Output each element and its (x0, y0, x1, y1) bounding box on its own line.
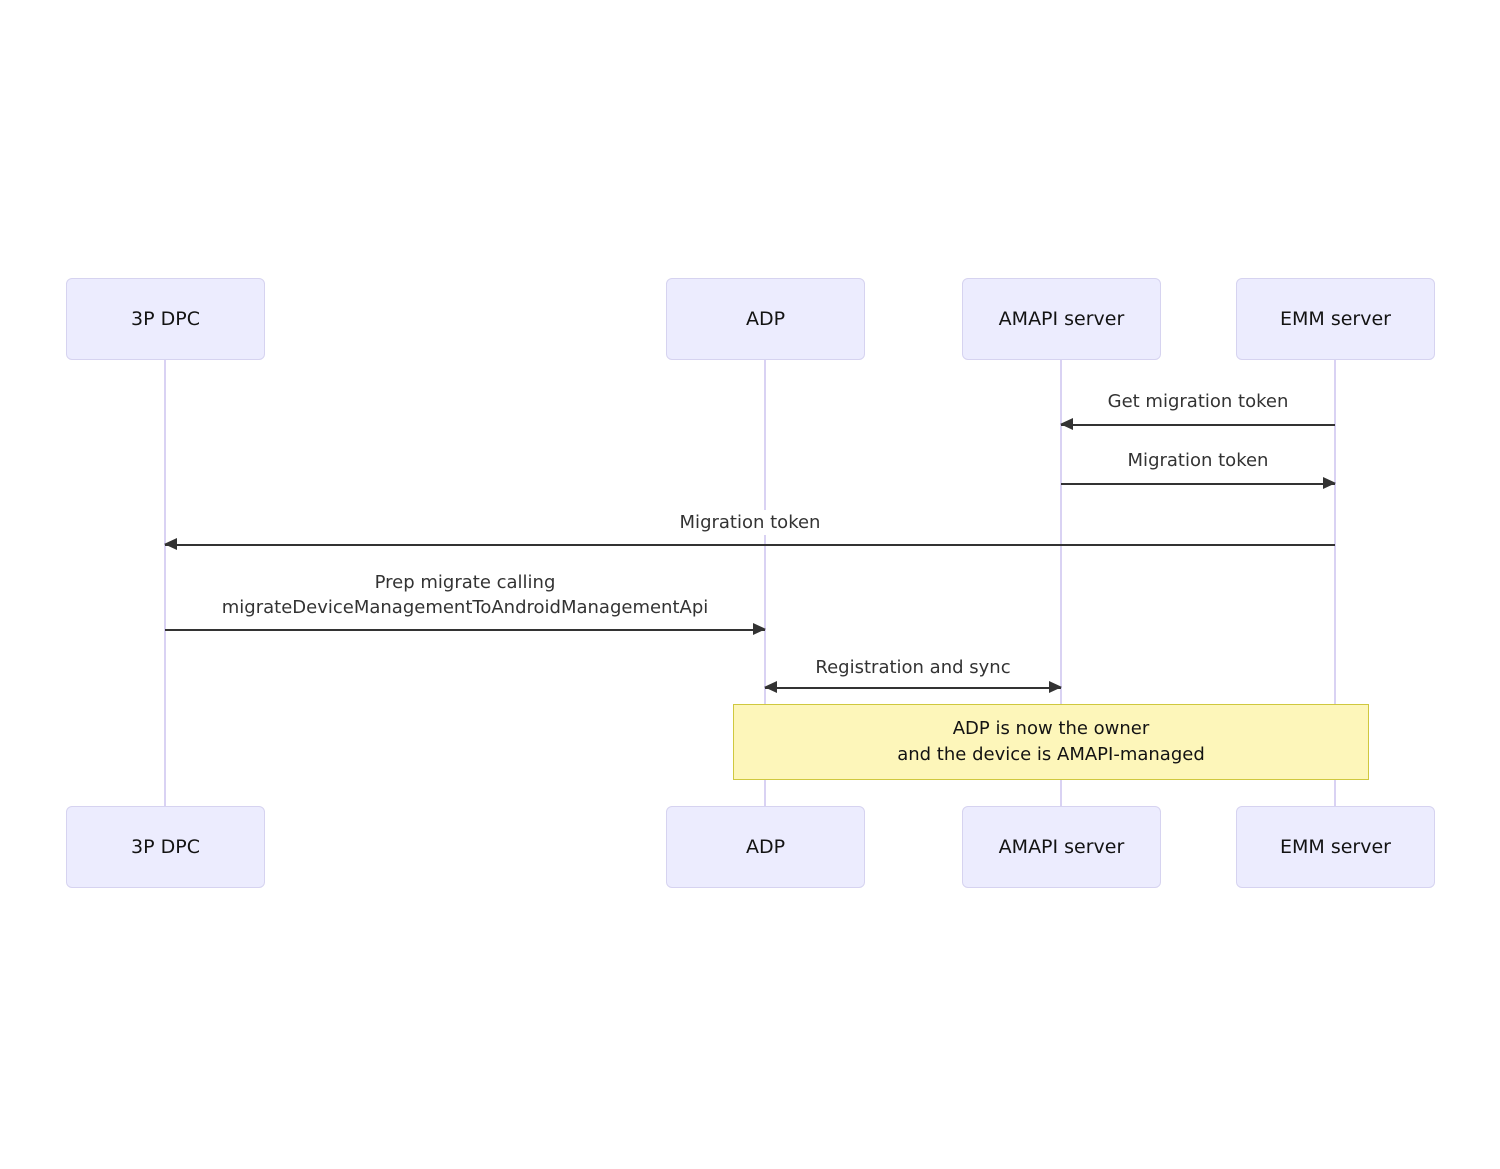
message-label-registration-and-sync: Registration and sync (811, 655, 1015, 680)
participant-label-amapi-server-bottom: AMAPI server (998, 835, 1125, 858)
lifeline-amapi-server (1060, 360, 1062, 806)
participant-label-amapi-server: AMAPI server (998, 307, 1125, 330)
participant-box-top-emm-server[interactable]: EMM server (1236, 278, 1435, 360)
lifeline-emm-server (1334, 360, 1336, 806)
participant-box-top-3p-dpc[interactable]: 3P DPC (66, 278, 265, 360)
lifeline-adp (764, 360, 766, 806)
participant-label-emm-server: EMM server (1280, 307, 1391, 330)
participant-label-adp-bottom: ADP (745, 835, 786, 858)
participant-box-bottom-adp[interactable]: ADP (666, 806, 865, 888)
message-line (165, 629, 765, 631)
message-label-get-migration-token: Get migration token (1103, 389, 1293, 414)
message-line (1061, 424, 1335, 426)
arrowhead-left-icon (764, 681, 777, 693)
message-line (165, 544, 1335, 546)
note-text: ADP is now the owner and the device is A… (897, 718, 1205, 765)
arrowhead-right-icon (753, 623, 766, 635)
participant-box-top-adp[interactable]: ADP (666, 278, 865, 360)
arrowhead-left-icon (1060, 418, 1073, 430)
participant-box-bottom-3p-dpc[interactable]: 3P DPC (66, 806, 265, 888)
message-line (765, 687, 1061, 689)
message-line (1061, 483, 1335, 485)
participant-box-bottom-emm-server[interactable]: EMM server (1236, 806, 1435, 888)
message-label-migration-token-to-emm: Migration token (1123, 448, 1273, 473)
arrowhead-left-icon (164, 538, 177, 550)
note-adp-owner: ADP is now the owner and the device is A… (733, 704, 1369, 780)
participant-label-adp: ADP (745, 307, 786, 330)
message-label-migration-token-to-dpc: Migration token (675, 510, 825, 535)
participant-label-3p-dpc-bottom: 3P DPC (131, 835, 200, 858)
message-label-prep-migrate: Prep migrate calling migrateDeviceManage… (217, 570, 713, 620)
lifeline-3p-dpc (164, 360, 166, 806)
participant-box-top-amapi-server[interactable]: AMAPI server (962, 278, 1161, 360)
arrowhead-right-icon (1049, 681, 1062, 693)
participant-label-emm-server-bottom: EMM server (1280, 835, 1391, 858)
arrowhead-right-icon (1323, 477, 1336, 489)
participant-label-3p-dpc: 3P DPC (131, 307, 200, 330)
participant-box-bottom-amapi-server[interactable]: AMAPI server (962, 806, 1161, 888)
